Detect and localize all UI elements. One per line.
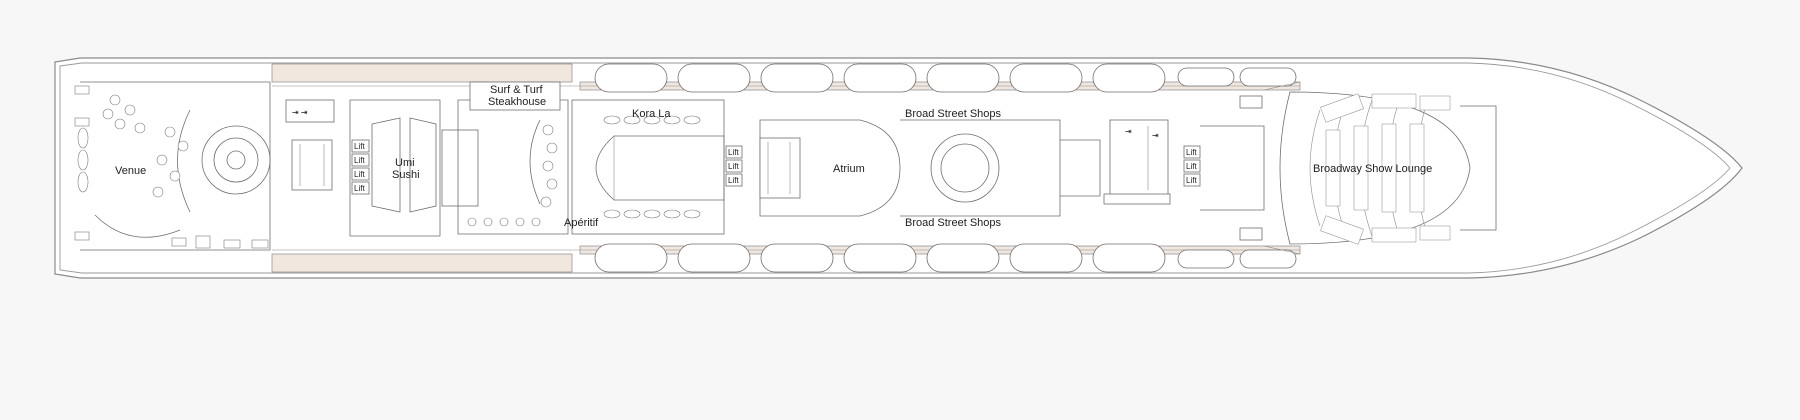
ship-hull-inner [59, 62, 1731, 274]
broad-street-shops-area[interactable] [900, 119, 1101, 217]
lift-label: Lift [728, 176, 739, 185]
promenade-bottom-aft [271, 253, 573, 273]
svg-text:⇥: ⇥ [1125, 127, 1132, 136]
bow-stairs [1239, 81, 1301, 255]
ship-hull [54, 57, 1743, 279]
lift-bank-forward: Lift Lift Lift [1183, 125, 1265, 211]
surf-turf-area[interactable] [457, 81, 569, 235]
lift-bank-mid: Lift Lift Lift [725, 145, 743, 187]
umi-sushi-label-line2: Sushi [392, 169, 420, 181]
atrium-label: Atrium [833, 163, 865, 175]
broad-street-shops-label-bottom: Broad Street Shops [905, 217, 1002, 229]
lift-label: Lift [1186, 176, 1197, 185]
stairwell-aft [291, 139, 333, 191]
lifeboats-top [594, 63, 1297, 93]
lounge-seating [1320, 93, 1451, 245]
atrium-area[interactable] [759, 119, 901, 217]
kora-la-area[interactable] [571, 99, 725, 235]
aperitif-label: Apéritif [564, 217, 599, 229]
lift-label: Lift [354, 142, 365, 151]
lift-label: Lift [354, 184, 365, 193]
umi-sushi-area[interactable] [349, 99, 479, 237]
lift-label: Lift [354, 170, 365, 179]
broadway-show-lounge-label: Broadway Show Lounge [1313, 163, 1432, 175]
svg-text:⇥: ⇥ [1152, 131, 1159, 140]
restroom-icon: ⇥ ⇥ [292, 108, 308, 117]
lift-label: Lift [728, 148, 739, 157]
venue-area[interactable] [74, 81, 271, 251]
lift-label: Lift [354, 156, 365, 165]
lift-bank-aft: Lift Lift Lift Lift [351, 139, 370, 195]
kora-la-label: Kora La [632, 108, 671, 120]
surf-turf-label-line2: Steakhouse [488, 96, 546, 108]
venue-label: Venue [115, 165, 146, 177]
lifeboats-bottom [594, 243, 1297, 273]
lift-label: Lift [1186, 162, 1197, 171]
surf-turf-label-line1: Surf & Turf [490, 84, 544, 96]
restroom-aft [285, 99, 335, 123]
lift-label: Lift [728, 162, 739, 171]
umi-sushi-label-line1: Umi [395, 157, 415, 169]
stairwell-forward: ⇥ ⇥ [1103, 119, 1171, 205]
broadway-show-lounge-area[interactable] [1279, 91, 1497, 245]
lift-label: Lift [1186, 148, 1197, 157]
broad-street-shops-label-top: Broad Street Shops [905, 108, 1002, 120]
promenade-top-aft [271, 63, 573, 83]
